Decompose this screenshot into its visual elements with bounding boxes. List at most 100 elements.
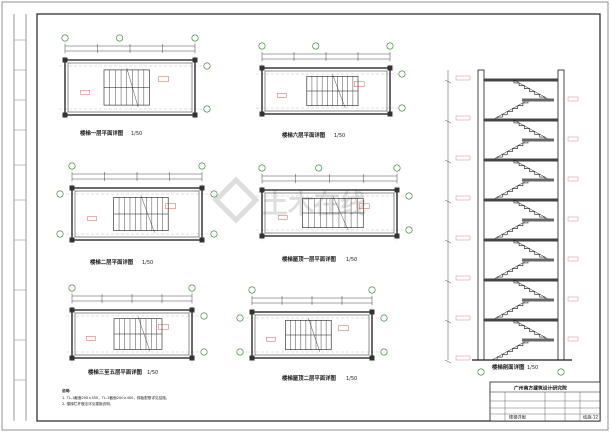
plan-scale-2: 1/50 [334,133,345,139]
axis-bubble [68,162,76,170]
wall-outline [64,59,196,116]
flight-soffit [491,219,529,241]
level-tag [455,315,471,321]
axis-bubble [398,70,406,78]
plan-panel [236,286,388,364]
stair-flight-lower [492,180,529,201]
column [259,111,265,117]
floor-slab [484,318,558,322]
break-line [137,316,151,352]
annotation-box [80,90,90,95]
annotation-box [567,96,579,102]
axis-bubble [200,312,208,320]
column [249,309,255,315]
notes-heading: 说明: [62,388,71,393]
annotation-box [165,203,176,209]
plan-title-3: 楼梯二层平面详图 [90,258,134,266]
level-tag [455,275,471,281]
notes: 说明: 1. TL-1截面200×350，TL-2截面200×400，梯板配筋详… [62,388,169,406]
plan-title-5: 楼梯三至五层平面详图 [88,368,143,376]
stair-flight-lower [492,300,529,321]
column [199,237,205,243]
axis-bubble [191,34,199,42]
notes-line-1: 1. TL-1截面200×350，TL-2截面200×400，梯板配筋详见结施。 [62,395,169,400]
stair-flight-upper [513,240,550,261]
wall-outline [71,309,193,359]
annotation-box [158,76,169,82]
level-tag [455,75,471,81]
column [69,355,75,361]
axis-bubble [258,42,266,50]
axis-bubble [557,368,565,376]
stair-flight-upper [513,200,550,221]
plan-panel [56,162,218,246]
axis-bubble [56,190,64,198]
column [189,307,195,313]
flight-soffit [513,119,551,141]
landing-slab [522,338,554,342]
axis-bubble [236,314,244,322]
column [369,355,375,361]
flight-soffit [491,139,529,161]
stair-section [444,69,579,376]
plan-scale-6: 1/50 [346,376,357,382]
drawing-frame [36,13,601,422]
level-tag [455,355,471,361]
stair-flight-upper [513,80,550,101]
landing-slab [522,178,554,182]
stair-flight-lower [492,260,529,281]
flight-soffit [491,339,529,361]
axis-bubble [198,162,206,170]
plan-title-6: 楼梯屋顶二层平面详图 [282,374,337,382]
axis-bubble [368,286,376,294]
wall-inner [264,70,388,112]
flight-soffit [513,279,551,301]
annotation-box [266,337,276,342]
axis-bubble [380,314,388,322]
break-line [126,67,139,108]
axis-bubble [68,284,76,292]
axis-bubble [188,284,196,292]
plan-title-2: 楼梯六层平面详图 [282,131,326,139]
landing-slab [522,218,554,222]
column [189,355,195,361]
wall-outline [261,189,398,237]
flight-soffit [491,179,529,201]
axis-bubble [405,192,413,200]
wall-inner [67,62,193,113]
axis-bubble [380,348,388,356]
landing-slab [522,298,554,302]
watermark: 土木在线 [212,176,366,224]
wall-inner [254,314,370,356]
axis-bubble [312,42,320,50]
landing-slab [522,258,554,262]
landing-slab [522,138,554,142]
plan-panel [256,42,406,120]
floor-slab [484,198,558,202]
axis-bubble [61,34,69,42]
level-tag [455,115,471,121]
level-tag [455,195,471,201]
annotation-box [359,203,370,210]
axis-bubble [203,62,211,70]
axis-bubble [203,105,211,113]
column [199,185,205,191]
annotation-box [567,136,579,142]
plan-captions: 楼梯一层平面详图 1/50 楼梯六层平面详图 1/50 楼梯二层平面详图 1/5… [80,129,538,382]
floor-plans [56,34,413,364]
title-block-company: 广州南方建筑设计研究院 [514,385,567,392]
annotation-box [278,215,288,220]
title-block-drawing-no: 结施-12 [583,414,599,421]
axis-bubble [200,348,208,356]
annotation-box [338,325,349,331]
column [394,187,400,193]
title-block: 广州南方建筑设计研究院 楼梯详图 结施-12 [489,381,601,422]
plan-scale-4: 1/50 [346,257,357,263]
column [259,187,265,193]
level-tag [455,155,471,161]
column [192,57,198,63]
plan-scale-5: 1/50 [147,370,158,376]
column [62,112,68,118]
title-block-sheet-name: 楼梯详图 [509,414,526,421]
